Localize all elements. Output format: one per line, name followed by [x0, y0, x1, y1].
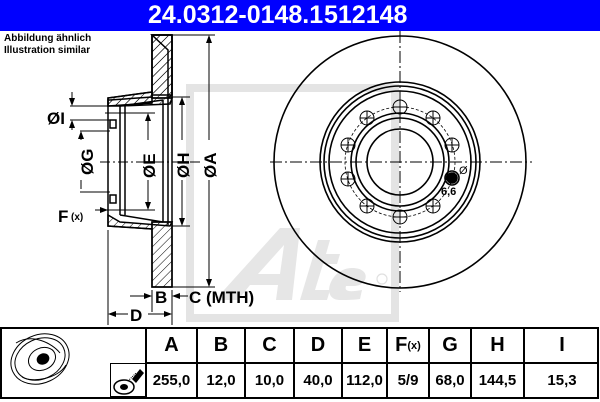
technical-drawing: ØI ØG ØE ØH ØA F (x) B C (MTH) D Ø 6,6 — [47, 31, 532, 325]
value-c: 10,0 — [244, 364, 293, 397]
label-dia-e: ØE — [140, 153, 159, 178]
ate-watermark — [186, 84, 399, 322]
label-dia-h: ØH — [174, 153, 193, 179]
part-code: 512148 — [324, 1, 408, 29]
hole-dia-symbol: Ø — [459, 165, 468, 177]
label-dia-a: ØA — [201, 153, 220, 179]
front-view — [270, 31, 532, 292]
col-header-d: D — [293, 329, 341, 364]
locating-hole — [446, 172, 458, 184]
ate-watermark-text — [215, 228, 388, 300]
bolt-holes — [340, 99, 460, 225]
label-b: B — [155, 288, 167, 307]
value-i: 15,3 — [523, 364, 599, 397]
col-header-i: I — [523, 329, 599, 364]
label-d: D — [130, 306, 142, 325]
label-c-mth: C (MTH) — [189, 288, 254, 307]
col-header-f-label: F — [395, 334, 408, 356]
label-f-sub: (x) — [71, 212, 83, 223]
product-thumbnail — [2, 329, 147, 397]
illustration-note: Abbildung ähnlich Illustration similar — [4, 33, 91, 57]
label-f: F — [58, 207, 68, 226]
col-header-f-sub: (x) — [407, 339, 421, 352]
value-b: 12,0 — [196, 364, 244, 397]
dimensions-table: A B C D E F(x) G H I 255,0 12,0 10,0 40,… — [0, 327, 599, 399]
col-header-e: E — [341, 329, 386, 364]
note-line-de: Abbildung ähnlich — [4, 33, 92, 44]
value-e: 112,0 — [341, 364, 386, 397]
spray-paint-icon — [110, 363, 147, 397]
label-dia-g: ØG — [78, 149, 97, 175]
col-header-f: F(x) — [386, 329, 428, 364]
hole-dia-value: 6,6 — [441, 186, 456, 198]
col-header-a: A — [145, 329, 196, 364]
brake-disc-icon — [10, 333, 70, 385]
col-header-b: B — [196, 329, 244, 364]
note-line-en: Illustration similar — [4, 45, 91, 56]
col-header-h: H — [470, 329, 523, 364]
value-g: 68,0 — [428, 364, 470, 397]
value-f: 5/9 — [386, 364, 428, 397]
col-header-g: G — [428, 329, 470, 364]
value-a: 255,0 — [145, 364, 196, 397]
side-section-view — [69, 34, 215, 325]
value-h: 144,5 — [470, 364, 523, 397]
value-d: 40,0 — [293, 364, 341, 397]
label-dia-i: ØI — [47, 109, 65, 128]
col-header-c: C — [244, 329, 293, 364]
part-number: 24.0312-0148.1 — [148, 1, 324, 29]
title-bar: 24.0312-0148.1 512148 — [0, 0, 600, 31]
